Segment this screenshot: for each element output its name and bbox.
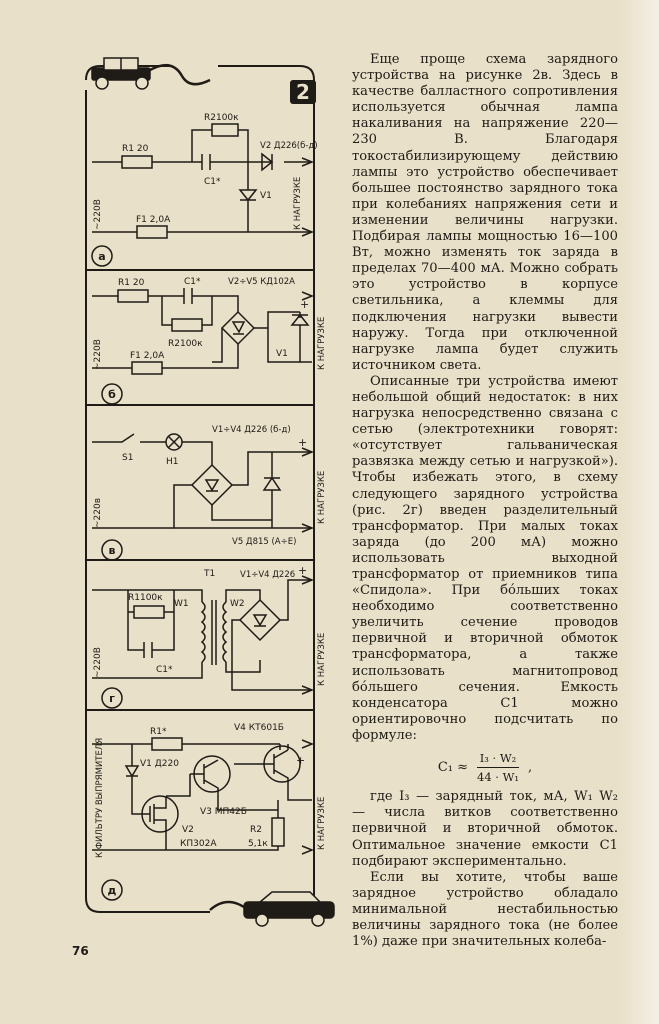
- figure-number: 2: [296, 80, 310, 104]
- formula-numerator: I₃ · W₂: [476, 750, 520, 769]
- fuse-f1: [136, 225, 168, 239]
- paragraph-1: Еще проще схема зарядного устройства на …: [352, 52, 618, 373]
- vintage-car-icon: [91, 57, 211, 90]
- label-d-r2b: 5,1к: [248, 839, 268, 849]
- schematic-g: [92, 575, 315, 695]
- label-g-r1: R1100к: [128, 593, 163, 603]
- label-b-mains: ~220В: [93, 339, 103, 370]
- label-d-v2b: КП302А: [180, 839, 217, 849]
- section-v-label: в: [109, 544, 116, 557]
- diode-v1: [124, 744, 140, 790]
- resistor-r1: [133, 605, 165, 619]
- schematic-b: [92, 288, 315, 375]
- label-b-c1: C1*: [184, 277, 201, 287]
- label-d-v4: V4 КТ601Б: [234, 723, 284, 733]
- section-a-badge: [91, 245, 113, 267]
- schematic-d: [92, 737, 315, 855]
- schematic-v: [92, 433, 315, 533]
- transformer-w1: [200, 601, 206, 663]
- diode-bridge: [238, 598, 282, 642]
- resistor-r2: [171, 318, 203, 332]
- resistor-r1: [121, 155, 153, 169]
- label-v-load: К НАГРУЗКЕ: [317, 471, 327, 524]
- label-b-plus: +: [300, 298, 309, 311]
- label-a-v1: V1: [260, 191, 272, 201]
- label-v-s1: S1: [122, 453, 133, 463]
- label-a-v2: V2 Д226(б-д): [260, 141, 318, 151]
- label-g-plus: +: [298, 564, 307, 577]
- label-b-r1: R1 20: [118, 278, 145, 288]
- article-text-column: Еще проще схема зарядного устройства на …: [352, 52, 618, 950]
- paragraph-4: Если вы хотите, чтобы ваше зарядное устр…: [352, 869, 618, 950]
- section-g-badge: [101, 687, 123, 709]
- section-b-badge: [101, 383, 123, 405]
- section-d-badge: [101, 879, 123, 901]
- label-a-r2: R2100к: [204, 113, 239, 123]
- diode-bridge: [220, 310, 256, 346]
- label-g-c1: C1*: [156, 665, 173, 675]
- schematic-a: [92, 123, 315, 239]
- resistor-r1: [151, 737, 183, 751]
- label-d-load: К НАГРУЗКЕ: [317, 797, 327, 850]
- label-v-h1: H1: [166, 457, 179, 467]
- label-a-r1: R1 20: [122, 144, 149, 154]
- section-b-label: б: [108, 388, 116, 401]
- zener-v1: [238, 180, 258, 232]
- label-v-plus: +: [298, 436, 307, 449]
- section-d-label: д: [108, 884, 117, 897]
- label-v-mains: ~220в: [93, 498, 103, 528]
- label-b-fuse: F1 2,0А: [130, 351, 165, 361]
- fuse-f1: [131, 361, 163, 375]
- label-a-fuse: F1 2,0А: [136, 215, 171, 225]
- formula-denominator: 44 · W₁: [477, 770, 520, 785]
- transformer-w2: [222, 601, 228, 663]
- label-g-mains: ~220В: [93, 647, 103, 678]
- label-d-v2a: V2: [182, 825, 194, 835]
- section-a-label: а: [98, 250, 105, 263]
- diode-v2: [261, 152, 274, 172]
- label-g-w2: W2: [230, 599, 245, 609]
- label-g-t1: T1: [203, 569, 215, 579]
- label-d-r2a: R2: [250, 825, 262, 835]
- figure-number-badge: [290, 80, 316, 104]
- paragraph-2: Описанные три устройства имеют небольшой…: [352, 373, 618, 743]
- label-a-load: К НАГРУЗКЕ: [293, 177, 303, 230]
- page-edge-shading: [619, 0, 659, 1024]
- label-d-v1: V1 Д220: [140, 759, 179, 769]
- label-b-r2: R2100к: [168, 339, 203, 349]
- label-b-bridge: V2÷V5 КД102А: [228, 277, 295, 287]
- label-a-c1: C1*: [204, 177, 221, 187]
- section-v-badge: [101, 539, 123, 561]
- resistor-r2: [271, 817, 285, 847]
- label-d-plus: +: [296, 754, 305, 767]
- label-d-input: К ФИЛЬТРУ ВЫПРЯМИТЕЛЯ: [95, 738, 105, 858]
- label-d-v3: V3 МП42Б: [200, 807, 247, 817]
- formula-fraction: I₃ · W₂ 44 · W₁: [474, 750, 522, 785]
- zener-v5: [262, 452, 282, 528]
- capacitance-formula: C₁ ≈ I₃ · W₂ 44 · W₁ ,: [352, 750, 618, 785]
- label-v-v5: V5 Д815 (А÷Е): [232, 537, 296, 547]
- label-v-bridge: V1÷V4 Д226 (б-д): [212, 425, 291, 435]
- resistor-r2: [211, 123, 239, 137]
- modern-car-icon: [209, 891, 335, 927]
- label-g-load: К НАГРУЗКЕ: [317, 633, 327, 686]
- resistor-r1: [117, 289, 149, 303]
- label-a-mains: ~220В: [93, 199, 103, 230]
- formula-tail: ,: [528, 759, 533, 775]
- circuit-diagram-figure: 2 R2100к R1 20 V2 Д226(б-д) C1* V1 F1 2,…: [85, 57, 335, 927]
- label-g-bridge: V1÷V4 Д226: [240, 570, 295, 580]
- label-d-r1: R1*: [150, 727, 167, 737]
- paragraph-3: где I₃ — зарядный ток, мА, W₁ W₂ — числа…: [352, 789, 618, 869]
- page-number: 76: [72, 944, 89, 958]
- label-g-w1: W1: [174, 599, 189, 609]
- diode-bridge: [190, 463, 234, 507]
- label-b-v1: V1: [276, 349, 288, 359]
- section-g-label: г: [109, 692, 115, 705]
- formula-lhs: C₁ ≈: [437, 759, 468, 775]
- label-b-load: К НАГРУЗКЕ: [317, 317, 327, 370]
